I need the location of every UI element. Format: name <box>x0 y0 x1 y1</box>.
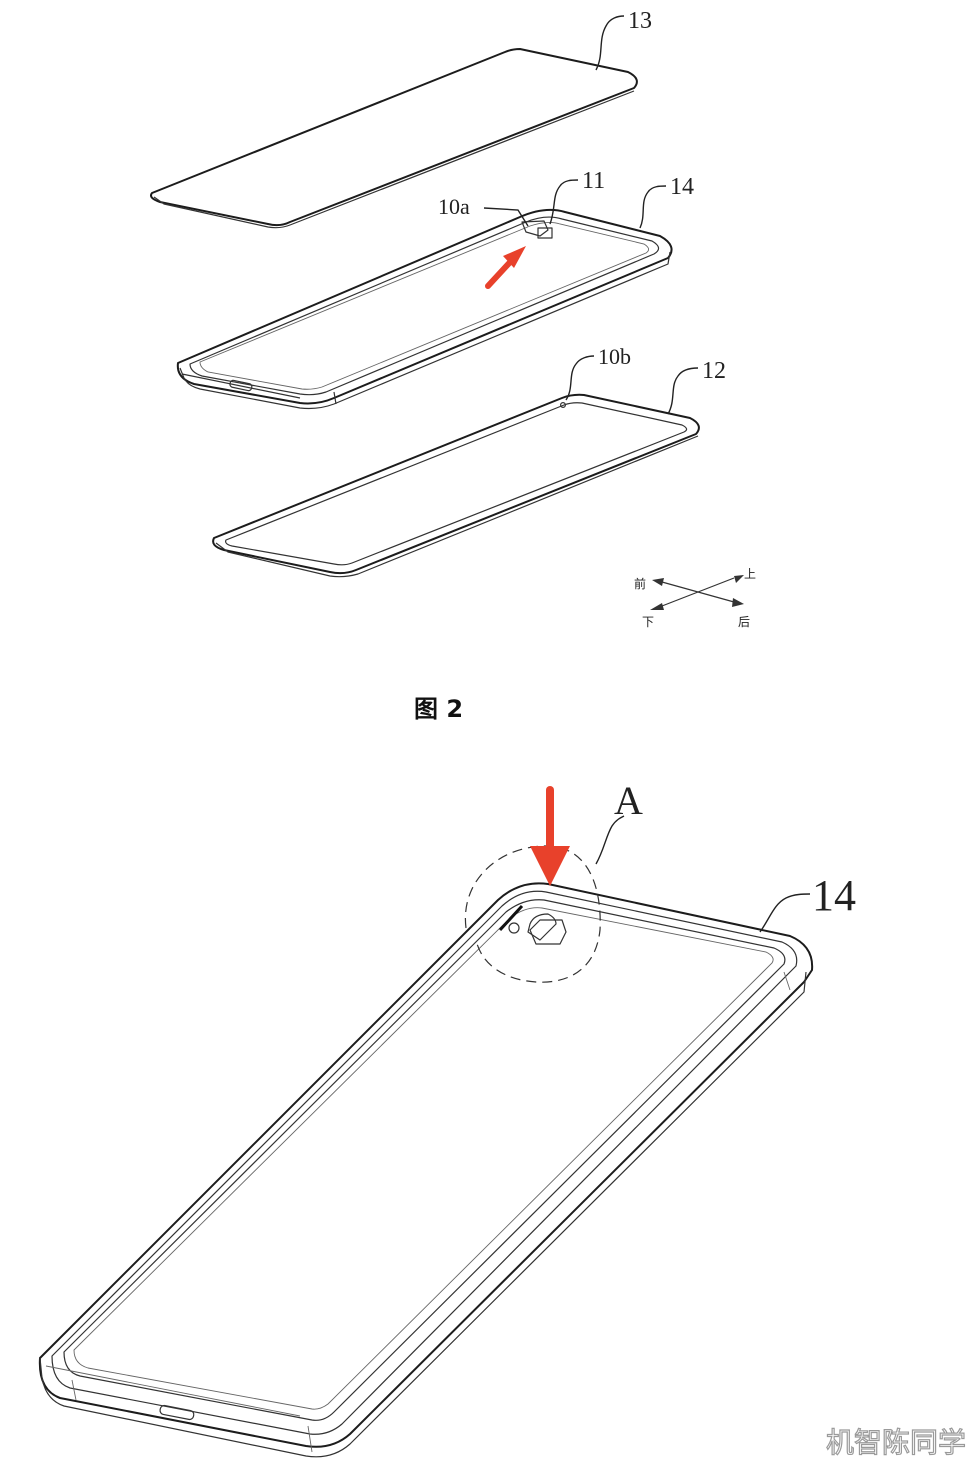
leader-14-large <box>759 893 811 933</box>
label-12: 12 <box>702 358 726 384</box>
leader-14-top <box>639 185 667 229</box>
annotation-arrow-fig2 <box>485 246 526 289</box>
leader-11 <box>549 179 579 225</box>
annotation-arrow-fig3 <box>530 786 570 886</box>
label-13: 13 <box>628 8 652 34</box>
frame-14-large <box>38 882 814 1458</box>
direction-indicator: 前 上 下 后 <box>634 567 756 629</box>
label-14-top: 14 <box>670 174 694 200</box>
label-14-large: 14 <box>812 871 856 920</box>
figure-2: 13 14 11 10a 10b <box>150 8 756 723</box>
dir-upper-right: 上 <box>744 567 756 581</box>
leader-a <box>595 815 625 865</box>
label-11: 11 <box>582 168 605 194</box>
leader-10a <box>483 207 529 227</box>
leader-10b <box>565 355 595 401</box>
dir-lower-right: 后 <box>738 615 750 629</box>
figure-caption: 图 2 <box>414 695 463 723</box>
figure-3: A 14 <box>38 778 856 1458</box>
leader-13 <box>595 15 625 71</box>
label-10b: 10b <box>598 344 631 369</box>
cover-plate-13 <box>150 48 638 229</box>
dir-upper-left: 前 <box>634 576 646 591</box>
middle-frame-14 <box>176 208 673 410</box>
bottom-plate-12 <box>212 393 700 578</box>
watermark: 机智陈同学 <box>826 1426 966 1459</box>
label-10a: 10a <box>438 194 470 219</box>
label-detail-a: A <box>614 778 643 823</box>
dir-lower-left: 下 <box>642 615 654 629</box>
detail-circle-a <box>464 845 601 983</box>
leader-12 <box>667 367 699 415</box>
